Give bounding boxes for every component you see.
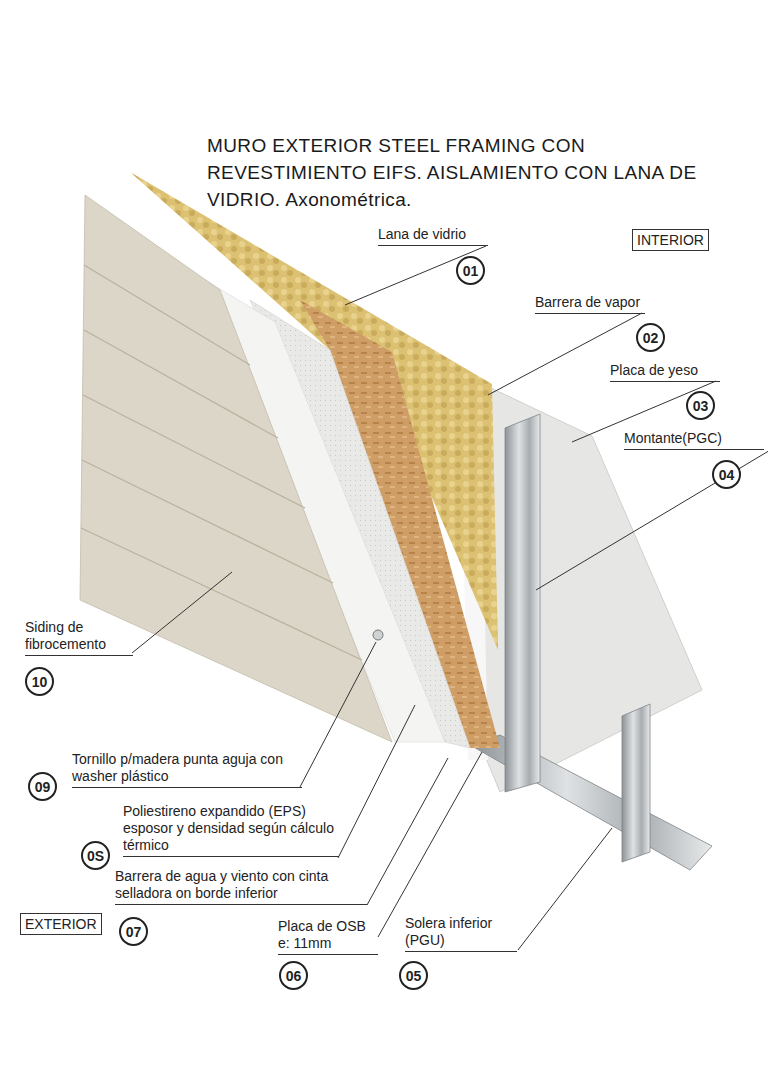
callout-text: 01	[463, 263, 479, 279]
part-label: Tornillo p/madera punta aguja con washer…	[72, 751, 302, 788]
part-label: Placa de OSB e: 11mm	[278, 918, 378, 955]
part-label: Poliestireno expandido (EPS) esposor y d…	[123, 803, 339, 857]
callout-number: 10	[25, 667, 54, 696]
callout-text: 07	[126, 924, 142, 940]
callout-number: 04	[712, 460, 741, 489]
callout-text: 04	[719, 467, 735, 483]
callout-number: 07	[119, 917, 148, 946]
callout-number: 09	[28, 772, 57, 801]
callout-number: 03	[686, 391, 715, 420]
callout-text: 02	[643, 330, 659, 346]
callout-text: 03	[693, 398, 709, 414]
callout-text: 0S	[87, 848, 104, 864]
callout-number: 01	[456, 256, 485, 285]
part-label: Barrera de vapor	[535, 294, 645, 314]
part-label: Siding de fibrocemento	[25, 619, 133, 656]
side-label: EXTERIOR	[25, 916, 97, 932]
part-label: Barrera de agua y viento con cinta sella…	[115, 868, 367, 905]
callout-text: 09	[35, 779, 51, 795]
part-label: Lana de vidrio	[378, 226, 488, 246]
callout-text: 05	[406, 968, 422, 984]
callout-number: 02	[636, 323, 665, 352]
callout-number: 05	[399, 961, 428, 990]
side-label: INTERIOR	[637, 232, 704, 248]
callout-number: 0S	[81, 841, 110, 870]
callout-text: 10	[32, 674, 48, 690]
side-tag: INTERIOR	[632, 229, 709, 251]
part-label: Placa de yeso	[610, 362, 720, 382]
callout-number: 06	[279, 961, 308, 990]
part-label: Montante(PGC)	[624, 430, 764, 450]
callout-text: 06	[286, 968, 302, 984]
side-tag: EXTERIOR	[20, 913, 102, 935]
diagram-title: MURO EXTERIOR STEEL FRAMING CON REVESTIM…	[207, 132, 737, 213]
part-label: Solera inferior (PGU)	[405, 915, 517, 952]
